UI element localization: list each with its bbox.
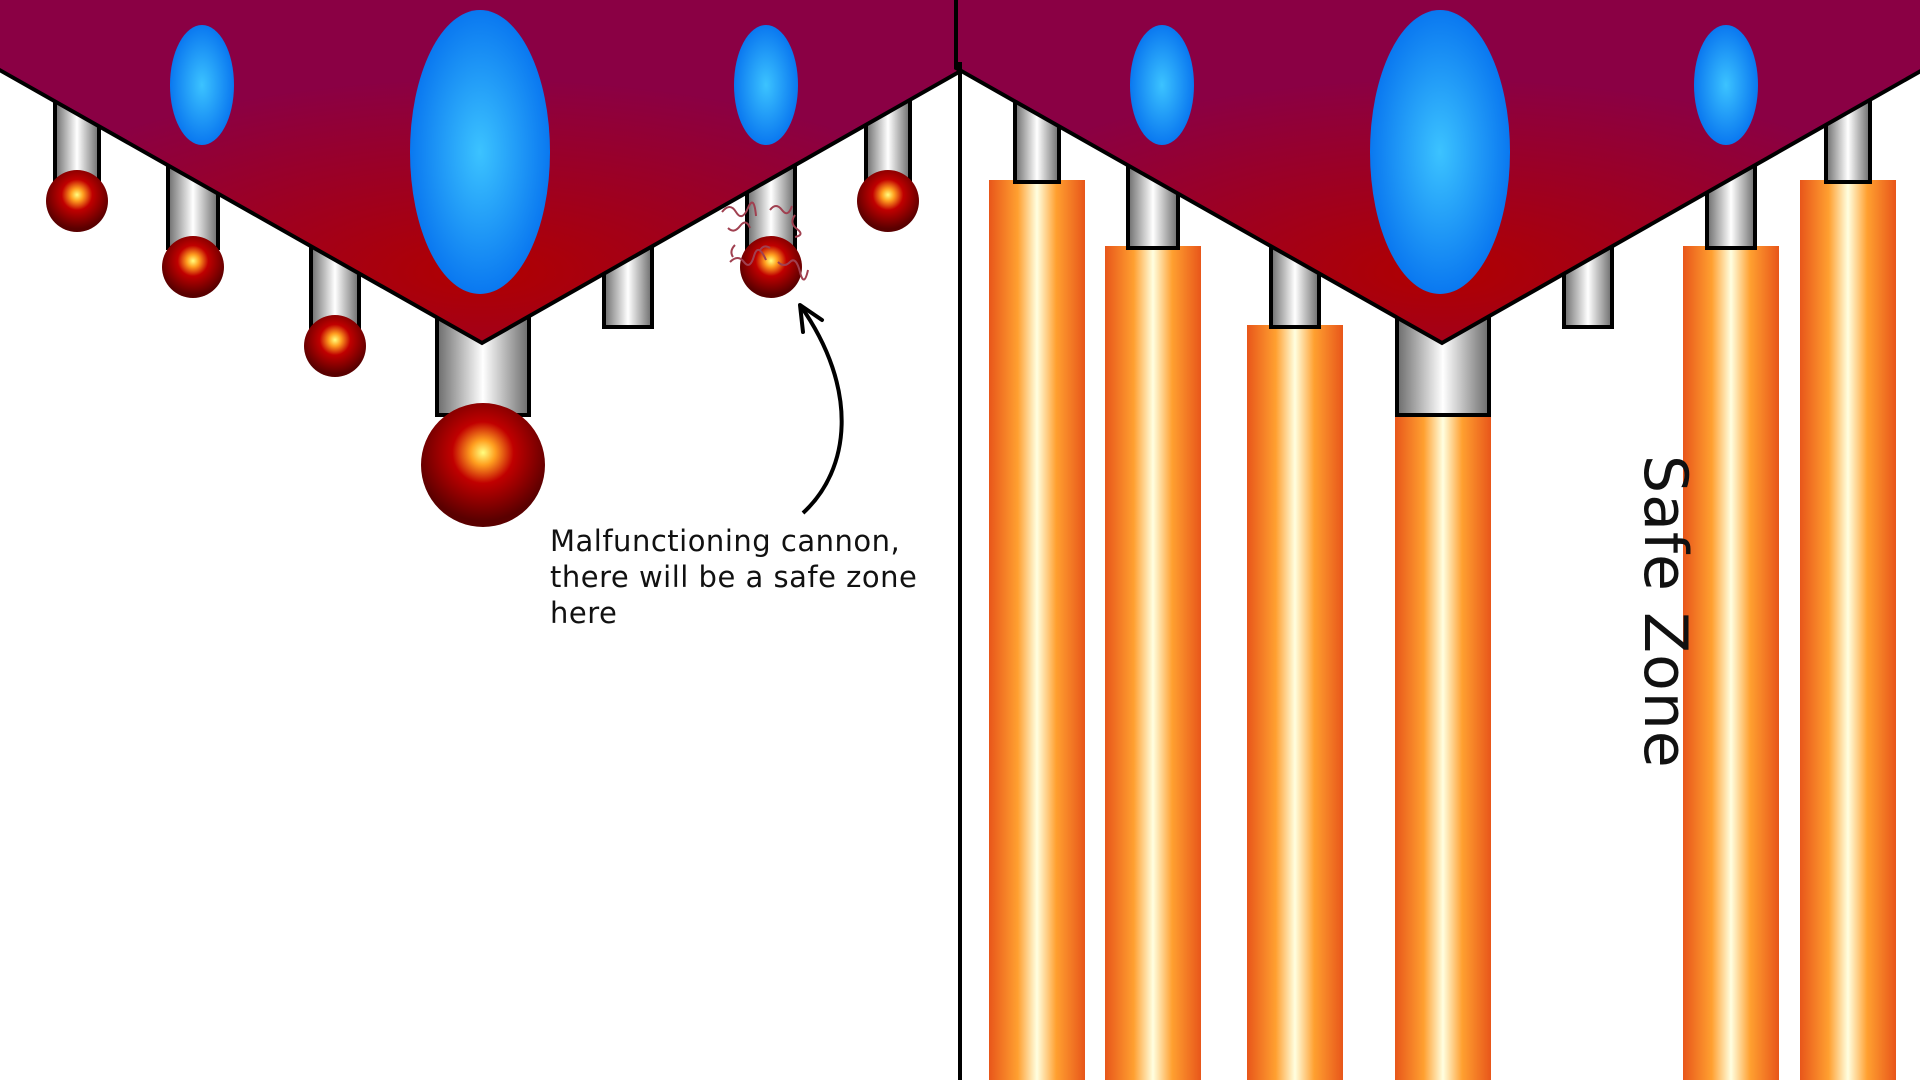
- charging-orb: [857, 170, 919, 232]
- charging-orb: [162, 236, 224, 298]
- spark-squiggle: [727, 221, 751, 232]
- panel-before: [0, 0, 968, 527]
- hull-eye: [1130, 25, 1194, 145]
- hull-eye: [170, 25, 234, 145]
- spark-squiggle: [721, 201, 757, 218]
- hull-eye: [410, 10, 550, 294]
- hull-eye: [734, 25, 798, 145]
- laser-beam: [1683, 246, 1779, 1080]
- laser-beam: [989, 180, 1085, 1080]
- charging-orb: [304, 315, 366, 377]
- charging-orb: [740, 236, 802, 298]
- spark-squiggle: [777, 259, 809, 281]
- laser-beam: [1395, 413, 1491, 1080]
- laser-beam: [1105, 246, 1201, 1080]
- charging-orb: [46, 170, 108, 232]
- spark-squiggle: [729, 249, 767, 266]
- laser-beam: [1247, 325, 1343, 1080]
- spark-squiggle: [730, 244, 736, 258]
- malfunction-sparks-icon: [721, 201, 809, 281]
- spark-squiggle: [791, 214, 802, 238]
- spark-squiggle: [759, 245, 771, 251]
- spark-squiggle: [769, 205, 793, 215]
- hull-eye: [1370, 10, 1510, 294]
- malfunction-annotation: Malfunctioning cannon, there will be a s…: [550, 524, 918, 630]
- laser-beam: [1800, 180, 1896, 1080]
- hull-eye: [1694, 25, 1758, 145]
- pointer-arrow-icon: [798, 303, 844, 515]
- safe-zone-label: Safe Zone: [1630, 455, 1700, 769]
- panel-after: [954, 0, 1920, 1080]
- charging-orb: [421, 403, 545, 527]
- pointer-arrowhead-icon: [798, 303, 824, 334]
